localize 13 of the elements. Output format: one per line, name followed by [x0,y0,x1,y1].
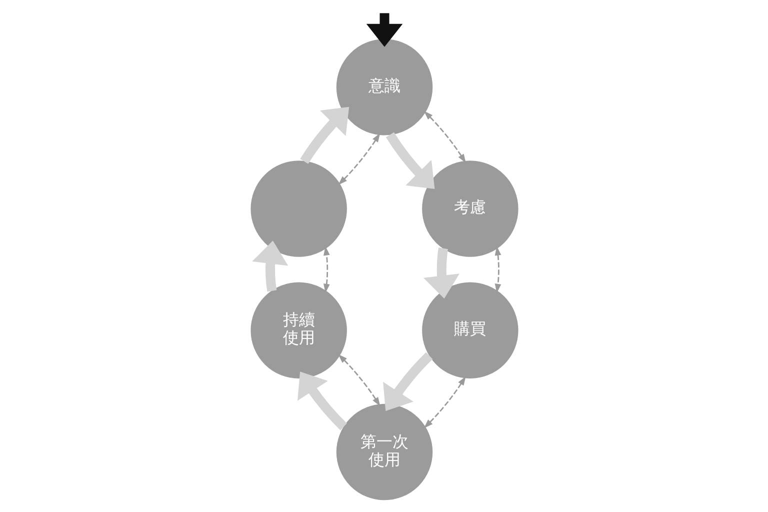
arrow [300,106,349,164]
arrow [423,110,466,164]
arrow [323,246,330,294]
arrow [422,248,459,299]
arrow [385,132,434,189]
arrow [252,240,288,292]
arrow [494,246,501,294]
arrow [338,354,380,406]
arrow [338,133,380,185]
arrow [423,376,466,428]
arrow [366,13,402,47]
arrow [297,372,346,430]
arrow [382,352,432,412]
